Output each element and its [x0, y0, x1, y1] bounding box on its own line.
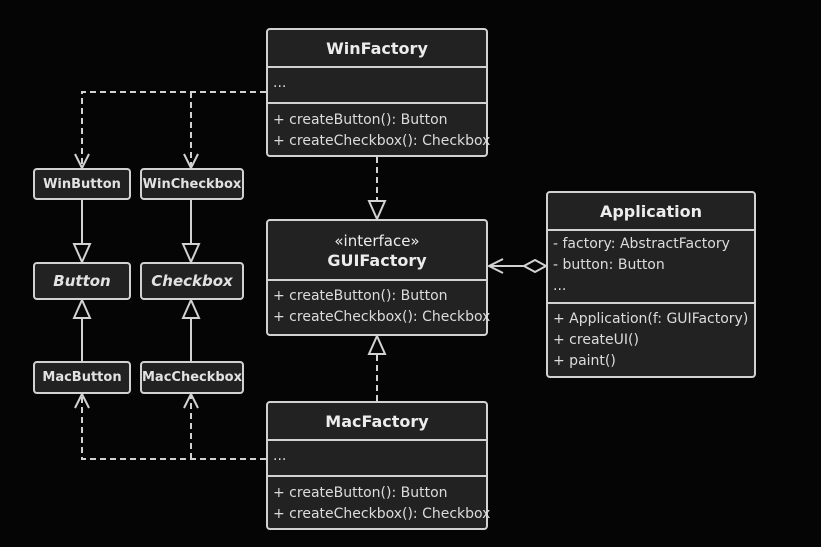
application-class: Application - factory: AbstractFactory -…: [546, 191, 756, 378]
application-fields: - factory: AbstractFactory - button: But…: [548, 231, 754, 304]
application-field: - button: Button: [553, 257, 665, 273]
win-factory-field: ...: [273, 75, 287, 91]
win-checkbox-class: WinCheckbox: [140, 168, 244, 200]
gui-factory-method: + createCheckbox(): Checkbox: [273, 309, 491, 325]
gui-factory-method: + createButton(): Button: [273, 288, 448, 304]
win-factory-method: + createCheckbox(): Checkbox: [273, 133, 491, 149]
application-field: ...: [553, 278, 567, 294]
mac-factory-creates-mac-button: [82, 394, 266, 460]
win-factory-class: WinFactory ... + createButton(): Button …: [266, 28, 491, 157]
button-interface-label: Button: [53, 272, 111, 290]
application-methods: + Application(f: GUIFactory) + createUI(…: [548, 304, 754, 372]
mac-factory-methods: + createButton(): Button + createCheckbo…: [268, 477, 491, 525]
win-button-class: WinButton: [33, 168, 131, 200]
win-button-label: WinButton: [43, 176, 121, 192]
application-title: Application: [599, 201, 703, 221]
mac-factory-method: + createButton(): Button: [273, 485, 448, 501]
gui-factory-header: «interface» GUIFactory: [268, 221, 486, 281]
win-factory-header: WinFactory: [268, 30, 486, 68]
gui-factory-methods: + createButton(): Button + createCheckbo…: [268, 281, 491, 328]
application-method: + createUI(): [553, 332, 639, 348]
application-field: - factory: AbstractFactory: [553, 236, 730, 252]
gui-factory-interface: «interface» GUIFactory + createButton():…: [266, 219, 491, 336]
gui-factory-stereotype: «interface»: [334, 231, 420, 250]
mac-factory-method: + createCheckbox(): Checkbox: [273, 506, 491, 522]
button-interface: Button: [33, 262, 131, 300]
win-factory-fields: ...: [268, 68, 486, 104]
win-factory-creates-win-button: [82, 91, 266, 168]
mac-checkbox-label: MacCheckbox: [142, 370, 243, 385]
win-checkbox-label: WinCheckbox: [142, 176, 242, 192]
win-factory-title: WinFactory: [326, 38, 428, 58]
mac-factory-title: MacFactory: [325, 411, 429, 431]
checkbox-interface: Checkbox: [140, 262, 244, 300]
mac-factory-fields: ...: [268, 441, 486, 477]
mac-factory-class: MacFactory ... + createButton(): Button …: [266, 401, 491, 530]
win-factory-methods: + createButton(): Button + createCheckbo…: [268, 104, 491, 152]
application-method: + Application(f: GUIFactory): [553, 311, 749, 327]
mac-factory-header: MacFactory: [268, 403, 486, 441]
mac-checkbox-class: MacCheckbox: [140, 361, 244, 394]
mac-button-class: MacButton: [33, 361, 131, 394]
application-method: + paint(): [553, 353, 616, 369]
checkbox-interface-label: Checkbox: [151, 272, 233, 290]
gui-factory-title: GUIFactory: [327, 250, 427, 270]
win-factory-method: + createButton(): Button: [273, 112, 448, 128]
application-header: Application: [548, 193, 754, 231]
mac-button-label: MacButton: [42, 370, 122, 385]
mac-factory-field: ...: [273, 448, 287, 464]
